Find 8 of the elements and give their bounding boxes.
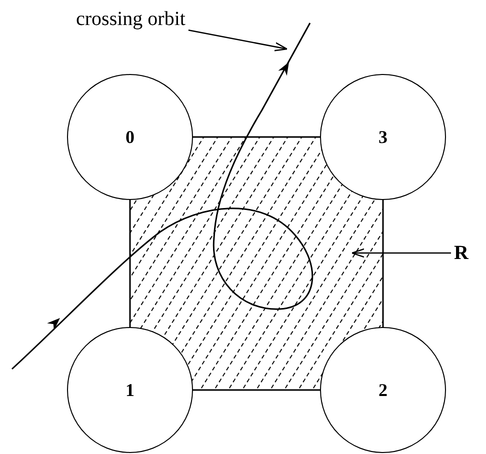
annotation-label: crossing orbit: [76, 9, 186, 29]
leader-line: [188, 29, 288, 52]
disk-number: 2: [378, 381, 388, 399]
leader-line: [351, 248, 451, 258]
disk-number: 1: [126, 381, 134, 399]
region-label: R: [454, 243, 468, 263]
disk-number: 3: [378, 128, 388, 146]
disk-number: 0: [126, 128, 134, 146]
